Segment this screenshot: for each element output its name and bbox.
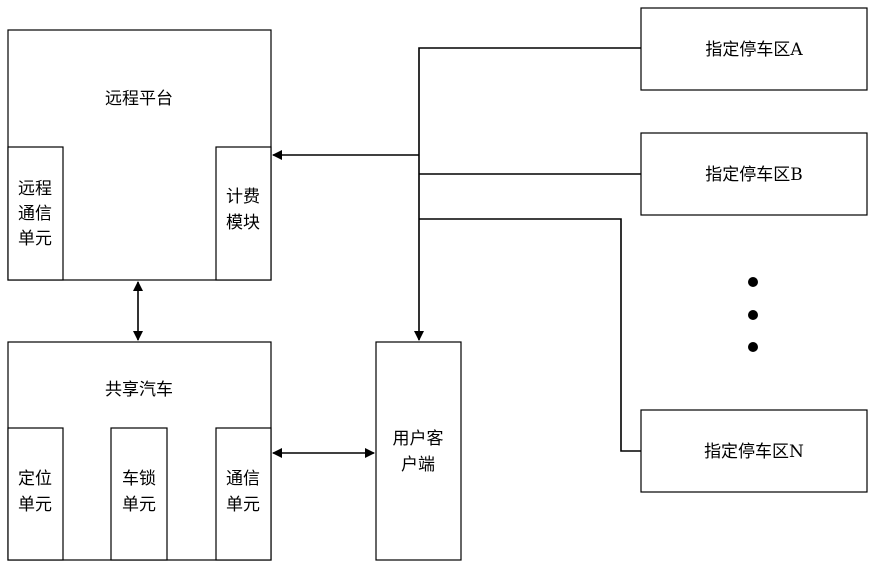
positioning-unit-box: 定位 单元 [8,428,63,560]
remote-comm-unit-line-1: 远程 [18,179,52,199]
parking-zone-a-label: 指定停车区A [705,40,803,60]
remote-platform-title: 远程平台 [105,89,173,109]
parking-zone-b-label: 指定停车区B [705,165,803,185]
parking-zone-b-box: 指定停车区B [641,133,867,215]
remote-comm-unit-box: 远程 通信 单元 [8,147,63,280]
billing-module-line-1: 计费 [226,187,260,207]
parking-zone-n-box: 指定停车区N [641,410,867,492]
ellipsis-dot-1 [748,277,758,287]
parking-zone-a-box: 指定停车区A [641,8,867,90]
remote-comm-unit-line-3: 单元 [18,229,52,249]
user-client-line-1: 用户客 [393,429,444,449]
billing-module-box: 计费 模块 [216,147,271,280]
user-client-box: 用户客 户端 [376,342,461,560]
shared-car-title: 共享汽车 [105,380,173,400]
ellipsis-dot-2 [748,310,758,320]
lock-unit-box: 车锁 单元 [111,428,167,560]
remote-comm-unit-line-2: 通信 [18,204,52,224]
user-client-line-2: 户端 [401,455,435,475]
positioning-unit-line-2: 单元 [18,495,52,515]
car-comm-unit-box: 通信 单元 [216,428,271,560]
positioning-unit-line-1: 定位 [18,469,52,489]
billing-module-line-2: 模块 [226,213,260,233]
car-comm-unit-line-2: 单元 [226,495,260,515]
car-comm-unit-line-1: 通信 [226,469,260,489]
parking-zone-n-label: 指定停车区N [704,442,804,462]
bus-to-client-line [419,48,641,340]
ellipsis-dot-3 [748,342,758,352]
lock-unit-line-2: 单元 [122,495,156,515]
lock-unit-line-1: 车锁 [122,469,156,489]
